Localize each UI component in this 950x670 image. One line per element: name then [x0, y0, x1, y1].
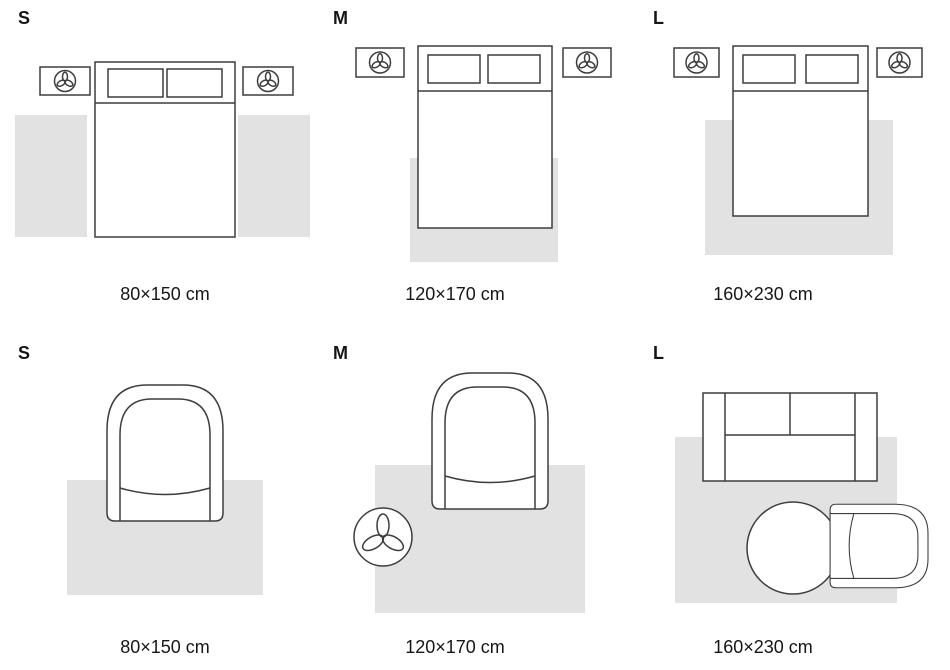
size-label: S [18, 8, 31, 28]
rug-dimensions: 160×230 cm [713, 637, 813, 657]
rug-dimensions: 80×150 cm [120, 284, 210, 304]
living-room-size-l-cell: L 160×230 cm [650, 338, 950, 668]
living-room-size-s-cell: S 80×150 cm [15, 338, 315, 668]
nightstand-icon [39, 66, 91, 96]
armchair-icon [829, 503, 929, 589]
sofa-icon [702, 392, 878, 482]
rug-dimensions: 120×170 cm [405, 637, 505, 657]
bedroom-size-m-cell: M 120×170 cm [330, 8, 630, 338]
bedroom-l-diagram [673, 45, 923, 255]
nightstand-icon [876, 47, 923, 78]
nightstand-icon [242, 66, 294, 96]
rug-dimensions: 80×150 cm [120, 637, 210, 657]
bedroom-size-s-cell: S 80×150 cm [15, 8, 315, 338]
size-label: L [653, 343, 664, 363]
bedroom-m-diagram [355, 45, 612, 262]
size-label: M [333, 8, 348, 28]
size-label: L [653, 8, 664, 28]
rug-shape [238, 115, 310, 237]
living-room-s-diagram [67, 384, 263, 595]
nightstand-icon [355, 47, 405, 78]
living-room-l-diagram [675, 392, 929, 603]
plant-icon [353, 507, 413, 567]
bedroom-s-diagram [15, 61, 310, 238]
living-room-m-diagram [353, 372, 585, 613]
armchair-icon [106, 384, 224, 522]
coffee-table-icon [746, 501, 840, 595]
rug-shape [15, 115, 87, 237]
rug-dimensions: 160×230 cm [713, 284, 813, 304]
living-room-size-m-cell: M 120×170 cm [330, 338, 630, 668]
bed-icon [417, 45, 553, 229]
bedroom-size-l-cell: L 160×230 cm [650, 8, 950, 338]
nightstand-icon [673, 47, 720, 78]
rug-dimensions: 120×170 cm [405, 284, 505, 304]
nightstand-icon [562, 47, 612, 78]
size-label: S [18, 343, 31, 363]
bed-icon [732, 45, 869, 217]
size-label: M [333, 343, 348, 363]
armchair-icon [431, 372, 549, 510]
bed-icon [94, 61, 236, 238]
